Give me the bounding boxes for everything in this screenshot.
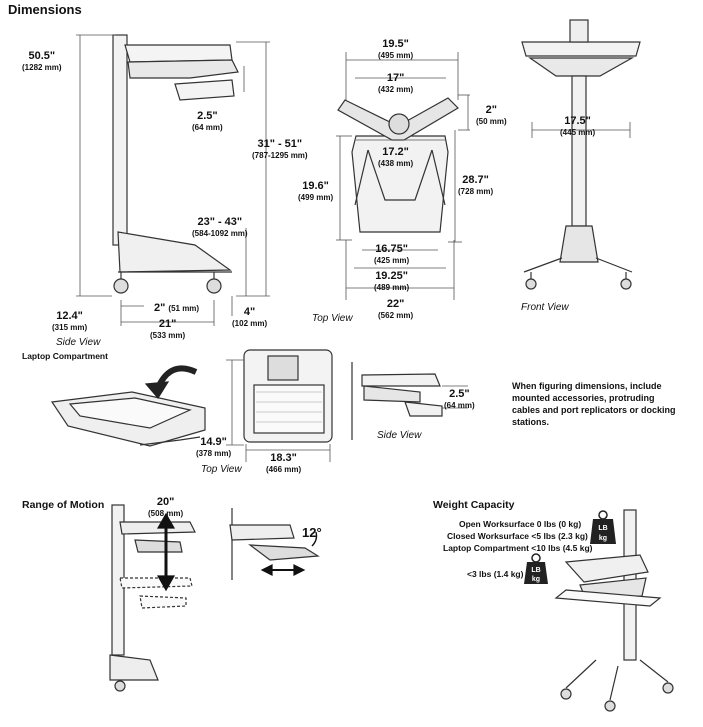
- tag-kg-upper: kg: [599, 535, 607, 542]
- dimensions-title: Dimensions: [8, 2, 82, 17]
- dimensions-note: When figuring dimensions, include mounte…: [512, 381, 676, 427]
- laptop-top-view-drawing: [243, 349, 333, 443]
- laptop-tray-drawing: [50, 391, 206, 447]
- dim-motion-travel: 20"(508 mm): [148, 496, 184, 518]
- weight-closed-worksurface: Closed Worksurface <5 lbs (2.3 kg): [447, 531, 588, 541]
- weight-tag-upper: LB kg: [590, 510, 616, 544]
- dim-laptop-side-drop: 2.5"(64 mm): [444, 388, 475, 410]
- range-of-motion-title: Range of Motion: [22, 499, 105, 511]
- dim-front-width: 17.5"(445 mm): [560, 115, 596, 137]
- dim-top-offset: 2"(50 mm): [476, 104, 507, 126]
- tag-lb-lower: LB: [531, 567, 540, 574]
- dim-base-range: 23" - 43"(584-1092 mm): [192, 216, 248, 238]
- laptop-side-view-drawing: [351, 362, 443, 440]
- tilt-angle-label: 12°: [302, 525, 322, 540]
- dim-depth-right: 28.7"(728 mm): [458, 174, 494, 196]
- dim-base-outer: 22"(562 mm): [378, 298, 414, 320]
- front-view-cart: [521, 19, 641, 290]
- dim-laptop-width: 18.3"(466 mm): [266, 452, 302, 474]
- weight-cart-drawing: [554, 509, 674, 712]
- dim-base-depth: 12.4"(315 mm): [52, 310, 88, 332]
- weight-keyboard-tray: <3 lbs (1.4 kg): [467, 569, 524, 579]
- dim-caster-offset: 2" (51 mm): [154, 302, 200, 314]
- dim-base-inner: 16.75"(425 mm): [374, 243, 410, 265]
- dim-height-total: 50.5"(1282 mm): [22, 50, 62, 72]
- dim-top-width: 19.5"(495 mm): [378, 38, 414, 60]
- front-view-caption: Front View: [521, 302, 569, 313]
- tag-lb-upper: LB: [598, 525, 607, 532]
- dim-caster-height: 4"(102 mm): [232, 306, 268, 328]
- laptop-top-view-caption: Top View: [201, 464, 242, 475]
- weight-capacity-title: Weight Capacity: [433, 499, 515, 511]
- dim-base-mid: 19.25"(489 mm): [374, 270, 410, 292]
- side-view-cart: [112, 34, 239, 294]
- laptop-compartment-title: Laptop Compartment: [22, 351, 108, 361]
- motion-tilt-drawing: [229, 508, 320, 580]
- dim-base-length: 21"(533 mm): [150, 318, 186, 340]
- dim-depth-left: 19.6"(499 mm): [298, 180, 334, 202]
- motion-cart-drawing: [109, 504, 196, 692]
- weight-open-worksurface: Open Worksurface 0 lbs (0 kg): [459, 519, 582, 529]
- weight-laptop-compartment: Laptop Compartment <10 lbs (4.5 kg): [443, 543, 593, 553]
- dim-laptop-depth: 14.9"(378 mm): [196, 436, 232, 458]
- dim-handle-drop: 2.5"(64 mm): [192, 110, 223, 132]
- top-view-caption: Top View: [312, 313, 353, 324]
- dim-top-inner: 17"(432 mm): [378, 72, 414, 94]
- dim-tray-width: 17.2"(438 mm): [378, 146, 414, 168]
- weight-tag-lower: LB kg: [524, 553, 548, 584]
- side-view-caption: Side View: [56, 337, 101, 348]
- dim-worksurface-range: 31" - 51"(787-1295 mm): [252, 138, 308, 160]
- tag-kg-lower: kg: [532, 576, 540, 583]
- laptop-side-view-caption: Side View: [377, 430, 422, 441]
- top-view-cart: [337, 97, 459, 233]
